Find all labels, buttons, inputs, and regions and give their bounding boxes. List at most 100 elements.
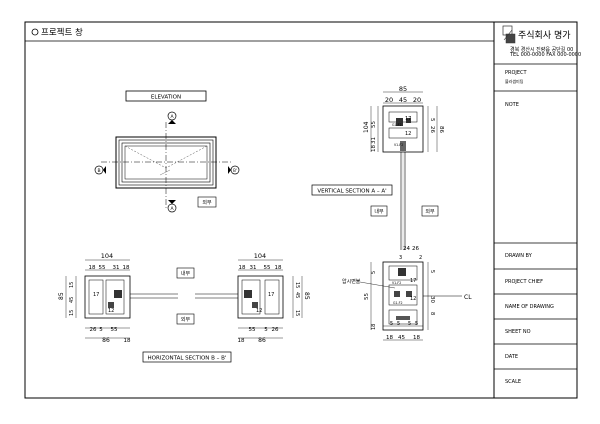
svg-text:5: 5 <box>99 327 103 333</box>
svg-text:17: 17 <box>410 278 416 284</box>
svg-text:17: 17 <box>93 292 99 298</box>
svg-text:55: 55 <box>111 327 118 333</box>
svg-text:3: 3 <box>399 255 402 261</box>
svg-text:B': B' <box>233 168 237 173</box>
project-chief-label: PROJECT CHIEF <box>505 279 543 285</box>
scale-label: SCALE <box>505 379 521 385</box>
svg-text:18: 18 <box>89 265 96 271</box>
dim-v-top-85: 85 <box>399 85 407 93</box>
svg-text:85: 85 <box>303 292 310 300</box>
svg-text:45: 45 <box>69 297 75 303</box>
cl-label: CL <box>464 294 472 301</box>
date-label: DATE <box>505 354 518 360</box>
svg-text:26: 26 <box>429 126 435 133</box>
svg-text:24: 24 <box>403 246 410 252</box>
svg-text:31: 31 <box>250 265 257 271</box>
svg-text:2: 2 <box>419 255 422 261</box>
svg-text:B: B <box>97 168 100 174</box>
dim-v-top-45: 45 <box>399 96 407 104</box>
svg-text:104: 104 <box>254 252 266 260</box>
horizontal-section-right: 104 18 31 55 18 17 12 15 45 15 85 55 5 2… <box>195 252 310 344</box>
vertical-section: VERTICAL SECTION A – A' 85 20 45 20 G1-F… <box>311 85 472 341</box>
marker-a-top: A <box>167 111 177 124</box>
company-address: 경북 경산시 진량읍 공단길 00 <box>510 46 573 53</box>
horizontal-section-title: HORIZONTAL SECTION B – B' <box>148 356 227 362</box>
inside-label-vertical: 내부 <box>374 208 384 215</box>
vertical-section-title: VERTICAL SECTION A – A' <box>317 189 386 195</box>
project-value: 블라썸미팅 <box>505 78 524 84</box>
svg-text:55: 55 <box>249 327 256 333</box>
svg-text:55: 55 <box>364 293 370 300</box>
svg-text:18: 18 <box>124 338 131 344</box>
sheet-border <box>24 21 578 399</box>
svg-text:104: 104 <box>101 252 113 260</box>
company-logo <box>502 25 516 44</box>
svg-text:18: 18 <box>386 335 393 341</box>
svg-text:8: 8 <box>429 312 435 315</box>
horizontal-left-frame <box>84 275 131 319</box>
outside-label-horizontal: 외부 <box>181 316 191 323</box>
title-bullet-icon <box>31 28 39 36</box>
outside-label-vertical: 외부 <box>425 208 435 215</box>
svg-text:12: 12 <box>108 308 114 314</box>
sheet-no-label: SHEET NO <box>505 329 531 335</box>
svg-text:45: 45 <box>398 335 405 341</box>
svg-text:45: 45 <box>294 292 300 298</box>
svg-text:5: 5 <box>408 321 411 327</box>
marker-b-left: B <box>94 165 106 175</box>
company-contact: TEL 000-0000 FAX 000-0000 <box>509 52 581 58</box>
svg-text:18: 18 <box>238 338 245 344</box>
svg-text:18: 18 <box>123 265 130 271</box>
svg-text:15: 15 <box>69 310 75 316</box>
svg-text:86: 86 <box>102 337 110 344</box>
svg-text:12: 12 <box>256 308 262 314</box>
svg-text:18: 18 <box>275 265 282 271</box>
inside-label-horizontal: 내부 <box>181 270 191 277</box>
elevation-title-box <box>125 90 207 102</box>
svg-text:5: 5 <box>429 118 435 122</box>
dim-v-left-104: 104 <box>363 121 370 133</box>
svg-text:18: 18 <box>239 265 246 271</box>
title-block: 주식회사 명가 경북 경산시 진량읍 공단길 00 TEL 000-0000 F… <box>494 25 581 385</box>
page-title: 프로젝트 창 <box>41 27 83 38</box>
dim-v-top-20a: 20 <box>385 96 393 104</box>
svg-text:12: 12 <box>410 296 416 302</box>
svg-text:86: 86 <box>258 337 266 344</box>
svg-text:18: 18 <box>371 145 377 152</box>
svg-text:18: 18 <box>413 335 420 341</box>
svg-text:G1-F2: G1-F2 <box>393 301 403 305</box>
svg-text:17: 17 <box>405 116 411 122</box>
svg-text:26: 26 <box>272 327 279 333</box>
svg-text:A: A <box>170 114 174 120</box>
svg-text:17: 17 <box>268 292 274 298</box>
svg-text:31: 31 <box>113 265 120 271</box>
svg-text:30: 30 <box>429 296 435 303</box>
elevation-title: ELEVATION <box>151 95 181 101</box>
svg-text:55: 55 <box>99 265 106 271</box>
company-name: 주식회사 명가 <box>518 30 571 41</box>
svg-text:5: 5 <box>371 271 377 274</box>
outside-label-elevation: 외부 <box>202 199 212 206</box>
svg-text:26: 26 <box>90 327 97 333</box>
name-of-drawing-label: NAME OF DRAWING <box>505 304 554 310</box>
svg-text:55: 55 <box>264 265 271 271</box>
svg-text:5: 5 <box>397 321 400 327</box>
svg-text:V1-F2: V1-F2 <box>392 281 401 285</box>
marker-a-bottom: A <box>167 200 177 213</box>
svg-text:5: 5 <box>429 270 435 273</box>
glazing-bead-label: 압시면불 <box>342 278 361 285</box>
marker-b-right: B' <box>228 165 240 175</box>
svg-text:12: 12 <box>405 131 411 137</box>
svg-text:A: A <box>170 206 174 212</box>
svg-text:V1-F2: V1-F2 <box>394 143 403 147</box>
elevation-view: ELEVATION A A B B' <box>94 90 240 213</box>
svg-text:5: 5 <box>390 321 393 327</box>
svg-text:26: 26 <box>412 246 419 252</box>
svg-text:15: 15 <box>69 282 75 288</box>
note-label: NOTE <box>505 102 519 108</box>
svg-text:55: 55 <box>371 121 377 128</box>
project-label: PROJECT <box>505 70 528 76</box>
svg-text:5: 5 <box>264 327 268 333</box>
horizontal-section-left: 104 18 55 31 18 17 12 85 15 45 15 26 5 5… <box>58 252 178 344</box>
